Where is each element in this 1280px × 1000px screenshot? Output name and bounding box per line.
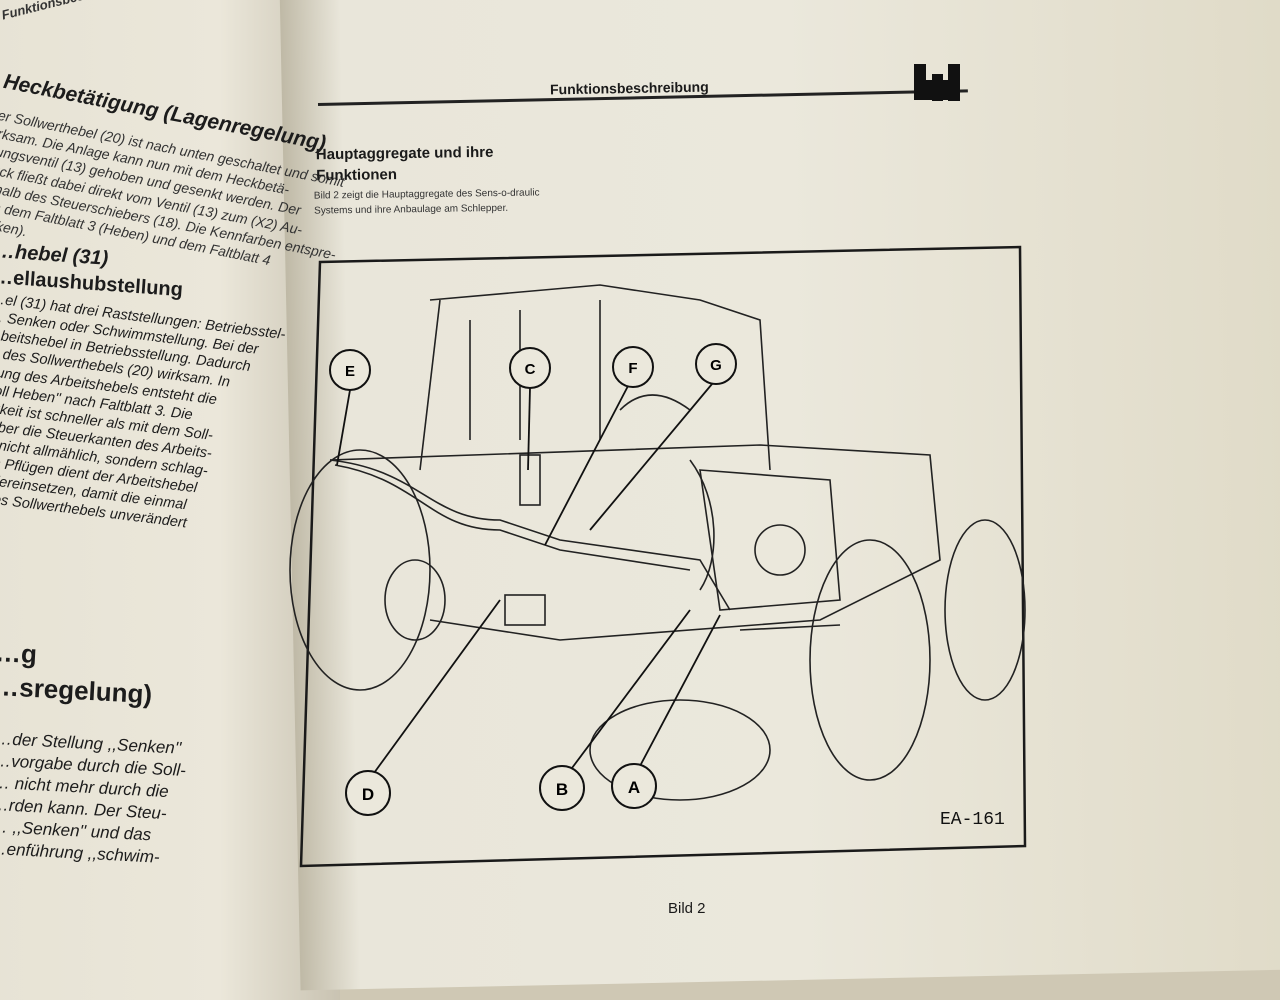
callout-c: C [509, 347, 551, 389]
callout-label: A [628, 778, 640, 797]
ih-logo-icon [914, 64, 960, 101]
callout-label: D [362, 785, 374, 804]
callout-e: E [329, 349, 371, 391]
callout-label: F [628, 360, 637, 377]
callout-label: C [525, 361, 536, 378]
figure-caption: Bild 2 [668, 900, 706, 917]
callout-label: B [556, 780, 568, 799]
callout-leaders [336, 383, 721, 774]
callout-label: G [710, 357, 722, 374]
figure-frame [299, 245, 1027, 868]
callout-g: G [695, 343, 737, 385]
tractor-drawing [289, 284, 1026, 801]
callout-f: F [612, 346, 654, 388]
tractor-figure: E C F G D B A EA-161 [289, 245, 1027, 868]
callout-a: A [611, 763, 657, 809]
callout-b: B [539, 765, 585, 811]
figure-code: EA-161 [940, 810, 1005, 830]
callout-label: E [345, 363, 355, 380]
callout-d: D [345, 770, 391, 816]
